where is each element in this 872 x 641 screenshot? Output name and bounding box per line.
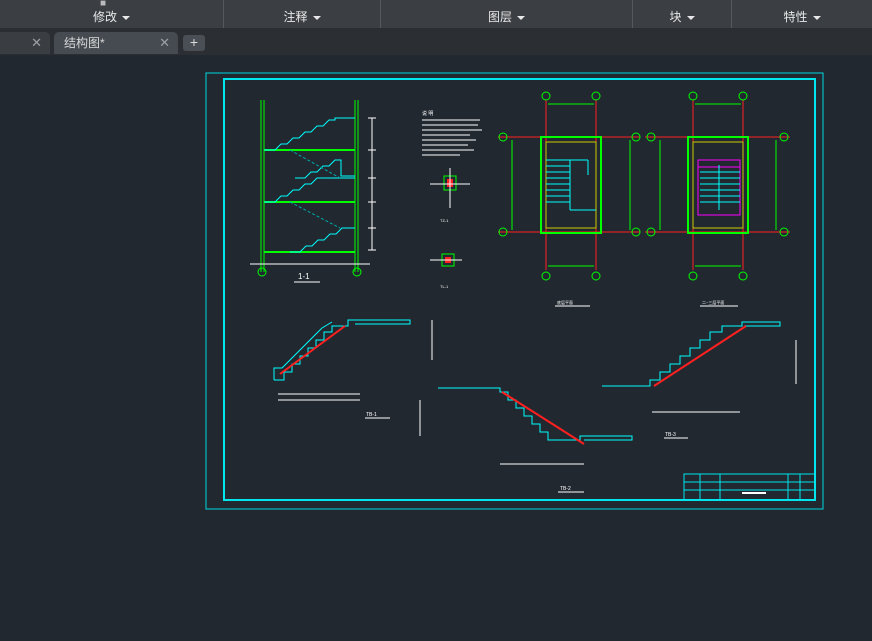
notes-block: 说 明	[422, 110, 482, 156]
stair-tb1: TB-1	[273, 319, 433, 419]
section-drawing	[250, 100, 376, 277]
plan-ground: 底层平面	[498, 91, 641, 307]
chevron-down-icon	[122, 15, 130, 20]
title-block	[683, 473, 816, 501]
panel-modify-label: 修改	[92, 10, 117, 24]
tb3-label: TB-3	[665, 432, 676, 438]
file-tab-previous[interactable]: ✕	[0, 32, 50, 54]
stair-tb3: TB-3	[602, 321, 797, 439]
chevron-down-icon	[812, 15, 821, 20]
panel-properties-label: 特性	[783, 10, 808, 24]
panel-annotate-label: 注释	[283, 10, 308, 24]
drawing-svg: 1-1 说 明 TZ-1 TL-1	[205, 72, 824, 510]
panel-layers-label: 图层	[487, 10, 512, 24]
detail-column-label: TZ-1	[440, 218, 449, 223]
ribbon: ■ 修改 注释 图层 块 特性	[0, 0, 872, 29]
panel-modify[interactable]: 修改	[0, 0, 224, 28]
new-tab-button[interactable]: +	[183, 35, 205, 51]
plan-ground-title: 底层平面	[557, 299, 573, 305]
plan-upper: 二~三层平面	[645, 91, 790, 307]
close-icon[interactable]: ✕	[31, 35, 42, 50]
section-label: 1-1	[298, 272, 310, 281]
chevron-down-icon	[517, 15, 525, 20]
drawing-frame	[223, 78, 816, 501]
panel-layers[interactable]: 图层	[381, 0, 633, 28]
panel-annotate[interactable]: 注释	[224, 0, 381, 28]
file-tab-bar: ✕ 结构图* ✕	[0, 29, 872, 55]
panel-properties[interactable]: 特性	[732, 0, 872, 28]
ribbon-top-icon: ■	[100, 0, 107, 7]
paper-border	[205, 72, 824, 510]
plan-upper-title: 二~三层平面	[702, 299, 724, 305]
chevron-down-icon	[686, 15, 695, 20]
tb2-label: TB-2	[560, 486, 571, 492]
panel-block-label: 块	[669, 10, 682, 24]
file-tab-structure[interactable]: 结构图* ✕	[54, 32, 178, 54]
panel-block[interactable]: 块	[633, 0, 732, 28]
stair-tb2: TB-2	[419, 387, 633, 493]
file-tab-label: 结构图*	[64, 36, 105, 50]
detail-column: TZ-1 TL-1	[430, 168, 470, 289]
chevron-down-icon	[312, 15, 321, 20]
close-icon[interactable]: ✕	[159, 35, 170, 50]
notes-title: 说 明	[422, 110, 433, 117]
drawing-canvas[interactable]: 1-1 说 明 TZ-1 TL-1	[0, 57, 872, 641]
tb1-label: TB-1	[366, 412, 377, 418]
detail-beam-label: TL-1	[440, 284, 449, 289]
